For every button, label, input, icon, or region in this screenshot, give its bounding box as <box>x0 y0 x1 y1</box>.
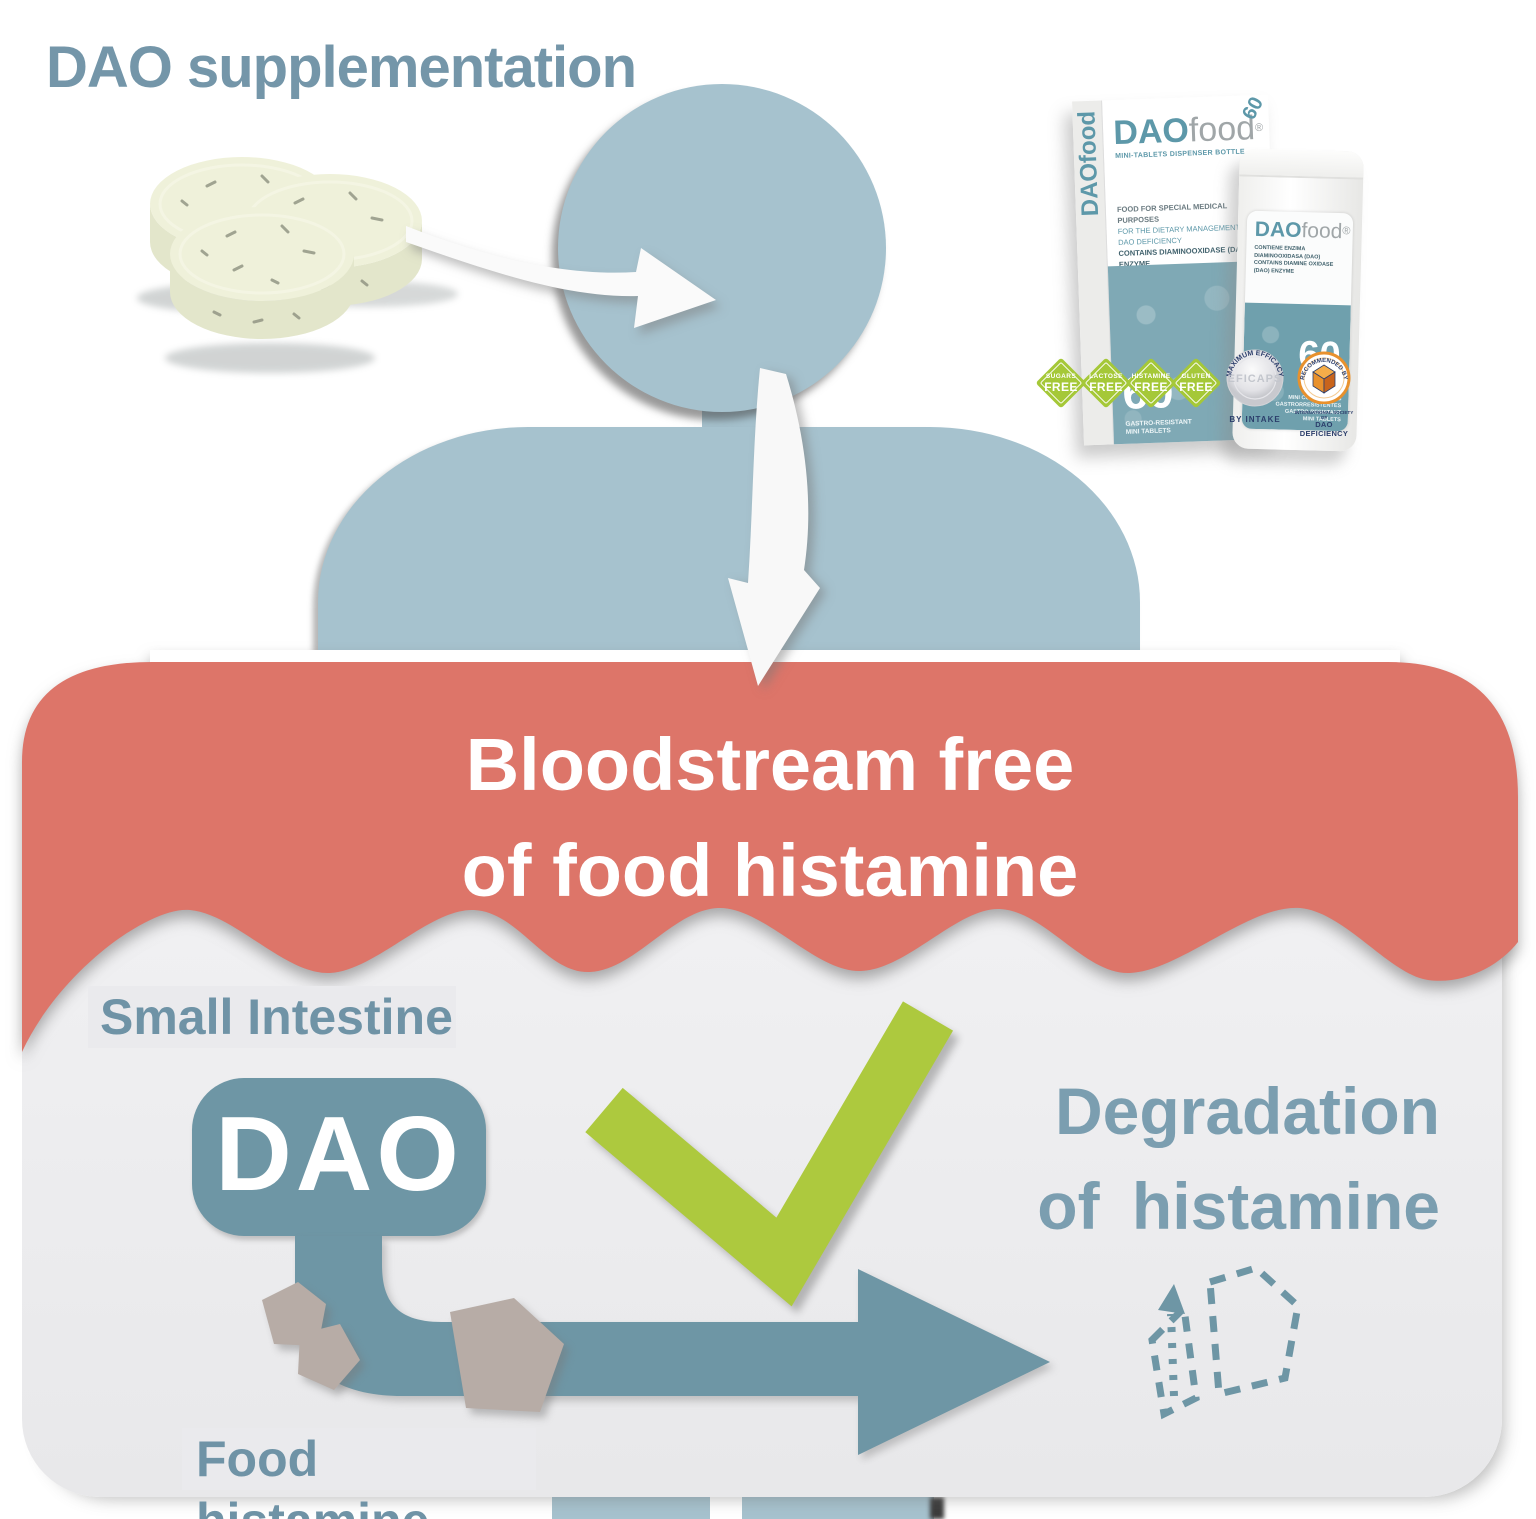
check-icon <box>585 1001 954 1307</box>
svg-text:EFICAPS: EFICAPS <box>1228 373 1283 385</box>
degraded-histamine-icon <box>1148 1264 1302 1420</box>
person-leg-right <box>742 1497 934 1519</box>
person-head <box>558 84 886 412</box>
food-histamine-label: Food histamine <box>182 1428 536 1519</box>
dao-enzyme-chip: DAO <box>192 1078 486 1236</box>
absorption-arrow-icon <box>728 368 820 686</box>
dao-tablets-illustration <box>137 155 458 373</box>
leg-shadow <box>930 1497 944 1519</box>
coin-icon: MAXIMUM EFFICACY EFICAPS <box>1226 349 1284 407</box>
eficaps-caption: BY INTAKE <box>1229 415 1281 424</box>
small-intestine-label: Small Intestine <box>88 986 456 1048</box>
page-title: DAO supplementation <box>46 35 637 100</box>
tablet-front <box>168 205 356 341</box>
spine-brand: DAOfood <box>1072 110 1104 217</box>
bottle-brand: DAOfood® <box>1254 217 1351 244</box>
bottle-label-top: DAOfood® CONTIENE ENZIMA DIAMINOOXIDASA … <box>1245 211 1354 314</box>
histamine-stones <box>262 1282 564 1412</box>
banner-caption: Bloodstream free of food histamine <box>461 723 1079 912</box>
tablet-shadow <box>165 343 375 373</box>
bottle-description: CONTIENE ENZIMA DIAMINOOXIDASA (DAO) CON… <box>1253 244 1334 275</box>
degradation-arrow <box>295 1236 1050 1455</box>
person-leg-left <box>552 1497 710 1519</box>
intake-arrow-icon <box>406 226 716 328</box>
bottle-cap <box>1239 148 1364 180</box>
cube-seal-icon: RECOMMENDED BY <box>1297 351 1351 405</box>
eficaps-badge: MAXIMUM EFFICACY EFICAPS BY INTAKE <box>1220 348 1290 424</box>
degradation-label: Degradation of histamine <box>1037 1074 1440 1243</box>
box-count-label: GASTRO-RESISTANT MINI TABLETS <box>1125 418 1192 436</box>
recommended-society-name: DAO DEFICIENCY <box>1299 420 1349 438</box>
recommended-by-badge: RECOMMENDED BY INTERNATIONAL SOCIETY OF … <box>1292 350 1356 438</box>
recommended-society-line: INTERNATIONAL SOCIETY OF <box>1294 410 1354 420</box>
